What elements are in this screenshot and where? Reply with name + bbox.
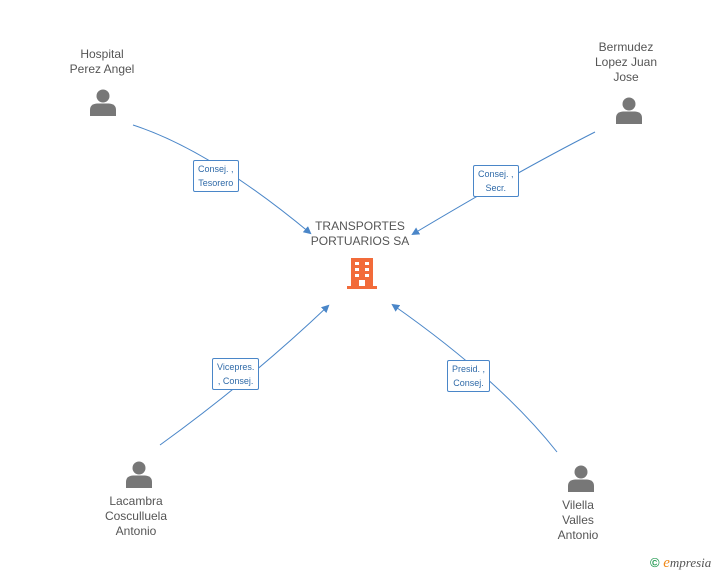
person-label-bermudez[interactable]: Bermudez Lopez Juan Jose bbox=[574, 40, 678, 85]
brand-initial: e bbox=[663, 555, 670, 571]
person-name-line: Valles bbox=[562, 513, 594, 527]
person-name-line: Vilella bbox=[562, 498, 594, 512]
role-line: Consej. bbox=[453, 378, 484, 388]
brand-logo: empresia bbox=[663, 555, 712, 571]
role-box-bermudez[interactable]: Consej. , Secr. bbox=[473, 165, 519, 197]
company-name-line2: PORTUARIOS SA bbox=[310, 234, 410, 248]
role-line: Consej. , bbox=[198, 164, 234, 174]
person-name-line: Perez Angel bbox=[69, 62, 135, 76]
brand-rest: mpresia bbox=[669, 555, 712, 570]
person-name-line: Cosculluela bbox=[104, 509, 168, 523]
person-icon[interactable] bbox=[567, 464, 595, 492]
person-icon[interactable] bbox=[89, 88, 117, 116]
company-name[interactable]: TRANSPORTES PORTUARIOS SA bbox=[300, 219, 420, 249]
person-label-hospital[interactable]: Hospital Perez Angel bbox=[50, 47, 154, 77]
person-label-lacambra[interactable]: Lacambra Cosculluela Antonio bbox=[84, 494, 188, 539]
person-label-vilella[interactable]: Vilella Valles Antonio bbox=[526, 498, 630, 543]
role-line: , Consej. bbox=[217, 376, 254, 386]
copyright-icon: © bbox=[650, 555, 660, 570]
person-name-line: Bermudez bbox=[598, 40, 654, 54]
person-name-line: Antonio bbox=[557, 528, 599, 542]
person-icon[interactable] bbox=[615, 96, 643, 124]
role-line: Presid. , bbox=[452, 364, 486, 374]
role-line: Tesorero bbox=[198, 178, 234, 188]
person-name-line: Lopez Juan bbox=[594, 55, 658, 69]
person-name-line: Hospital bbox=[80, 47, 124, 61]
role-line: Vicepres. bbox=[217, 362, 255, 372]
role-line: Secr. bbox=[485, 183, 507, 193]
person-icon[interactable] bbox=[125, 460, 153, 488]
building-icon[interactable] bbox=[347, 256, 377, 290]
person-name-line: Lacambra bbox=[109, 494, 163, 508]
footer-brand[interactable]: © empresia bbox=[650, 555, 711, 572]
company-name-line1: TRANSPORTES bbox=[315, 219, 405, 233]
role-box-hospital[interactable]: Consej. , Tesorero bbox=[193, 160, 239, 192]
person-name-line: Jose bbox=[613, 70, 639, 84]
role-line: Consej. , bbox=[478, 169, 514, 179]
role-box-lacambra[interactable]: Vicepres. , Consej. bbox=[212, 358, 260, 390]
person-name-line: Antonio bbox=[115, 524, 157, 538]
role-box-vilella[interactable]: Presid. , Consej. bbox=[447, 360, 491, 392]
